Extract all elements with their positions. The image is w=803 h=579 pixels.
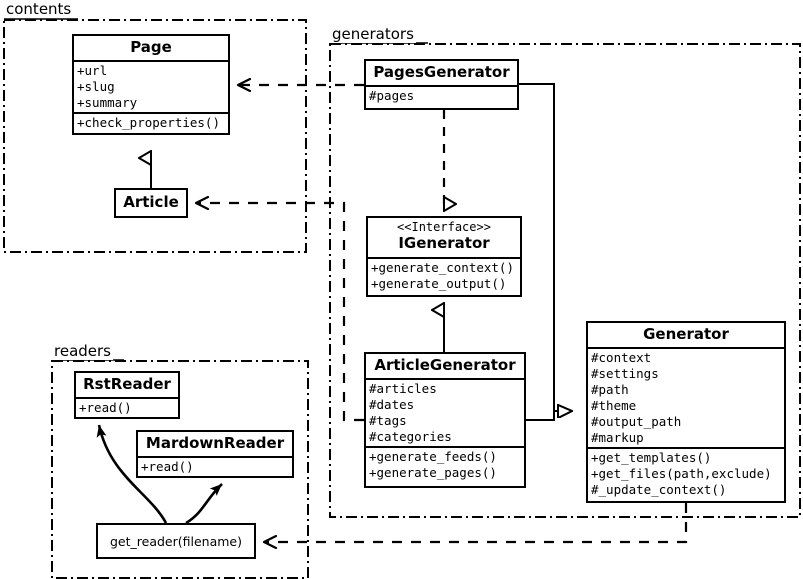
class-box-mardown-reader[interactable]: MardownReader +read() [136, 430, 294, 478]
class-box-article[interactable]: Article [114, 188, 188, 218]
package-frame-generators [329, 43, 801, 518]
class-methods-page: +check_properties() [74, 112, 228, 132]
method: #_update_context() [591, 482, 727, 497]
attribute: +url [77, 63, 108, 78]
function-label-get-reader: get_reader(filename) [110, 533, 242, 549]
class-attributes-article-generator: #articles #dates #tags #categories [366, 378, 524, 446]
function-box-get-reader[interactable]: get_reader(filename) [96, 523, 256, 559]
attribute: #path [591, 382, 629, 397]
attribute: #settings [591, 366, 659, 381]
method: +read() [79, 400, 132, 415]
class-name-mardown-reader: MardownReader [145, 434, 285, 452]
class-methods-rst-reader: +read() [76, 397, 178, 417]
class-name-page: Page [130, 38, 172, 56]
class-box-rst-reader[interactable]: RstReader +read() [74, 371, 180, 419]
package-frame-readers [51, 360, 309, 579]
attribute: #tags [369, 413, 407, 428]
method: +generate_context() [371, 260, 514, 275]
class-attributes-page: +url +slug +summary [74, 60, 228, 112]
method: +read() [141, 459, 194, 474]
attribute: #articles [369, 381, 437, 396]
package-frame-contents [3, 19, 307, 253]
attribute: +slug [77, 79, 115, 94]
class-stereotype-igenerator: <<Interface>> [397, 220, 491, 234]
class-box-page[interactable]: Page +url +slug +summary +check_properti… [72, 34, 230, 135]
connector-articlegenerator-uses-article [196, 203, 364, 422]
class-attributes-generator: #context #settings #path #theme #output_… [588, 347, 784, 447]
connector-get-reader-returns-mardownreader [185, 483, 223, 525]
class-methods-igenerator: +generate_context() +generate_output() [368, 257, 520, 293]
class-box-generator[interactable]: Generator #context #settings #path #them… [586, 321, 786, 503]
class-box-article-generator[interactable]: ArticleGenerator #articles #dates #tags … [364, 352, 526, 488]
class-box-pages-generator[interactable]: PagesGenerator #pages [364, 59, 519, 110]
class-name-article: Article [123, 193, 179, 211]
connector-articlegenerator-inherits-generator [526, 411, 572, 421]
package-label-readers: readers [52, 342, 113, 360]
attribute: #markup [591, 430, 644, 445]
attribute: #theme [591, 398, 637, 413]
class-box-igenerator[interactable]: <<Interface>> IGenerator +generate_conte… [366, 216, 522, 297]
class-methods-generator: +get_templates() +get_files(path,exclude… [588, 447, 784, 499]
class-name-igenerator: IGenerator [398, 234, 490, 252]
attribute: #pages [369, 88, 415, 103]
class-name-pages-generator: PagesGenerator [373, 63, 510, 81]
class-name-article-generator: ArticleGenerator [374, 356, 516, 374]
method: +get_templates() [591, 450, 712, 465]
class-methods-article-generator: +generate_feeds() +generate_pages() [366, 446, 524, 482]
attribute: #dates [369, 397, 415, 412]
class-name-generator: Generator [643, 325, 729, 343]
class-attributes-pages-generator: #pages [366, 85, 517, 105]
class-header-igenerator: <<Interface>> IGenerator [368, 218, 520, 257]
class-name-rst-reader: RstReader [83, 375, 171, 393]
method: +generate_output() [371, 276, 507, 291]
attribute: #context [591, 350, 652, 365]
connector-pagesgenerator-inherits-generator [519, 83, 572, 411]
package-label-contents: contents [4, 0, 74, 18]
method: +generate_feeds() [369, 449, 497, 464]
method: +check_properties() [77, 115, 220, 130]
method: +get_files(path,exclude) [591, 466, 772, 481]
attribute: #output_path [591, 414, 682, 429]
connector-get-reader-returns-rstreader [96, 424, 168, 524]
package-label-generators: generators [330, 25, 416, 43]
class-methods-mardown-reader: +read() [138, 456, 292, 476]
attribute: +summary [77, 95, 138, 110]
connector-generator-uses-get-reader [264, 503, 688, 542]
method: +generate_pages() [369, 465, 497, 480]
attribute: #categories [369, 429, 452, 444]
